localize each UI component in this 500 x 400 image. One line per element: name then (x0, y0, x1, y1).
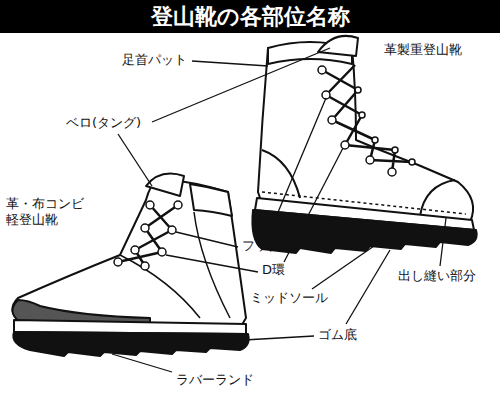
heavy-boot (252, 36, 476, 253)
part-label: ベロ(タング) (66, 115, 141, 131)
d-ring (158, 248, 166, 256)
boot-upper (258, 48, 473, 222)
part-label: 出し縫い部分 (398, 268, 476, 284)
leader-line (440, 218, 446, 266)
welt-stitch (262, 192, 466, 214)
laces (118, 205, 178, 266)
leader-line (312, 228, 400, 289)
laces (322, 65, 412, 172)
part-label: 革製重登山靴 (384, 42, 462, 58)
part-label: D環 (262, 262, 285, 278)
d-ring (409, 159, 415, 165)
d-ring (366, 156, 374, 164)
hooks (114, 201, 182, 270)
leader-lines (112, 48, 446, 372)
d-ring (114, 258, 122, 266)
d-ring (131, 246, 139, 254)
hook (168, 226, 176, 234)
part-label: ミッドソール (250, 290, 328, 306)
d-ring (341, 141, 349, 149)
leader-line (268, 98, 326, 236)
leader-line (118, 134, 152, 186)
hook (141, 224, 149, 232)
d-ring (372, 137, 378, 143)
hooks (318, 66, 415, 176)
part-label: 足首パット (122, 52, 187, 68)
leader-line (166, 255, 258, 272)
page-title: 登山靴の各部位名称 (0, 0, 500, 33)
d-ring (141, 262, 149, 270)
part-label: ラバーランド (176, 372, 254, 388)
part-label: フック (242, 238, 281, 254)
hook (146, 201, 154, 209)
hook (318, 66, 326, 74)
tongue (318, 36, 358, 56)
leader-line (244, 336, 314, 340)
leader-line (176, 232, 238, 247)
hook (328, 116, 336, 124)
ankle-pad (190, 184, 232, 216)
hook (359, 112, 365, 118)
d-ring (388, 168, 396, 176)
cloth-panel (120, 212, 230, 318)
rubber-sole (13, 332, 248, 356)
leader-line (346, 250, 390, 324)
hook (355, 87, 361, 93)
part-label: 革・布コンビ 軽登山靴 (6, 196, 88, 229)
d-ring (392, 147, 398, 153)
part-label: ゴム底 (318, 327, 357, 343)
hook (322, 91, 330, 99)
leader-line (192, 61, 268, 66)
leader-line (112, 354, 172, 372)
hook (174, 201, 182, 209)
leader-line (284, 148, 343, 262)
